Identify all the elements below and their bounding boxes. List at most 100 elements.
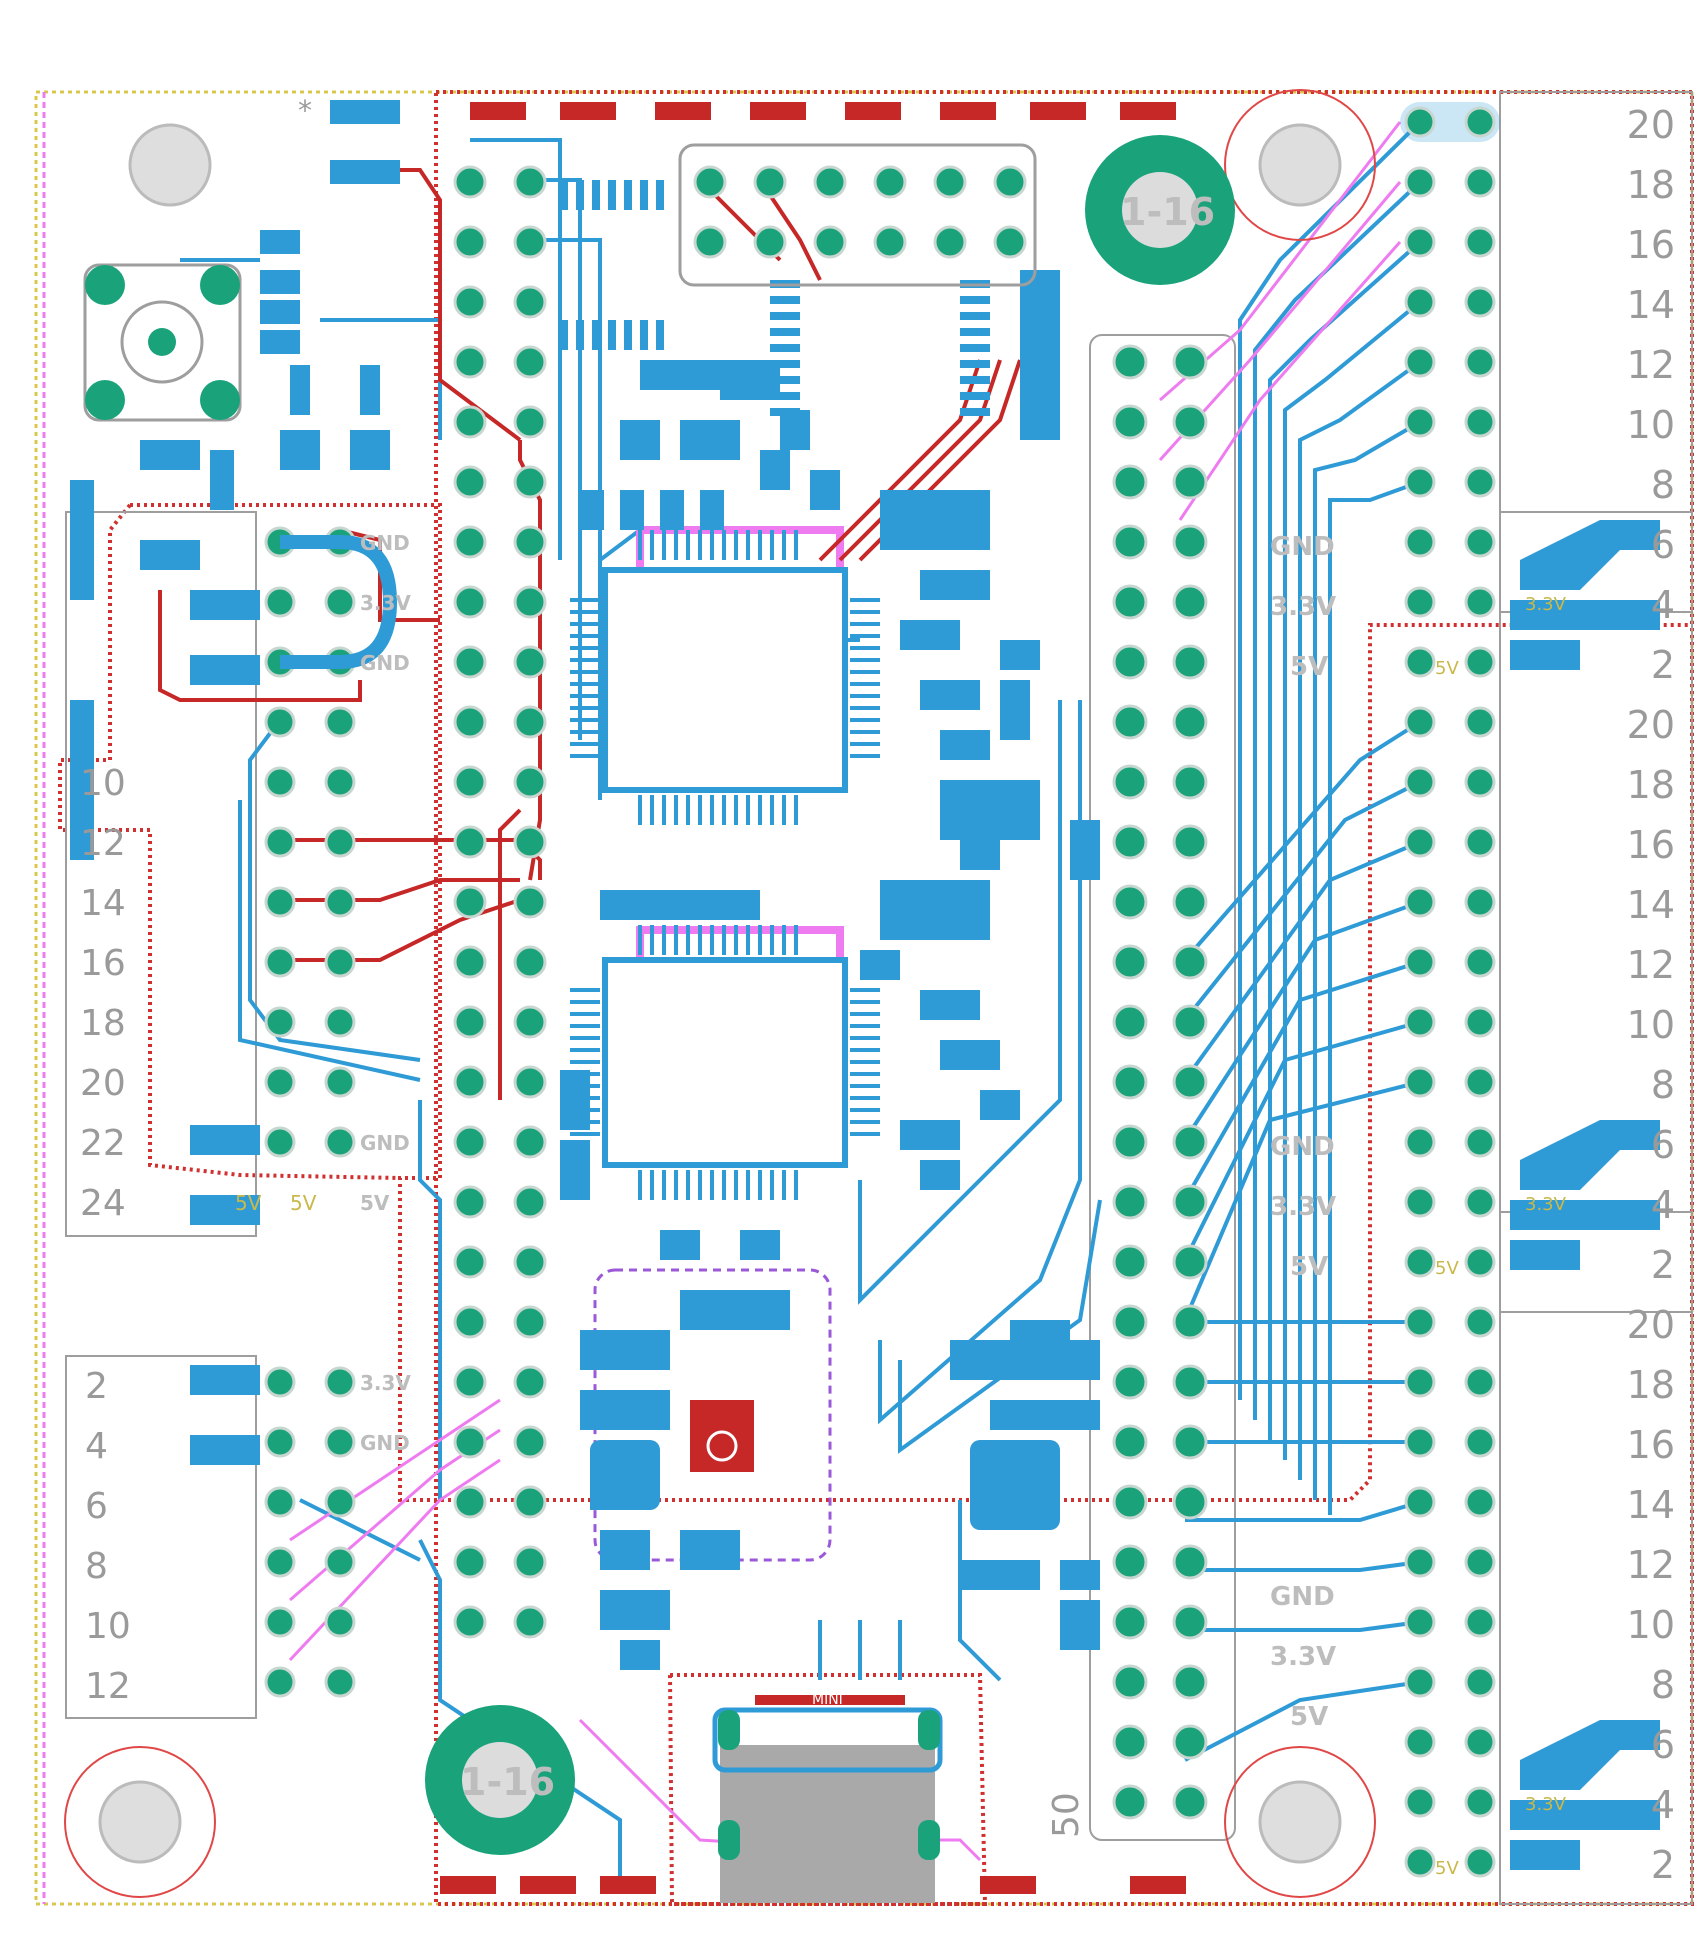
silk-label: 3.3V xyxy=(1270,1642,1336,1672)
keepout-usb xyxy=(667,1673,988,1906)
silk-label: GND xyxy=(1270,532,1335,562)
pin-number: 10 xyxy=(1627,403,1675,447)
top-connector xyxy=(678,143,1037,287)
usb-connector xyxy=(712,1695,943,1903)
mount-hole-label: 1-16 xyxy=(460,1760,555,1804)
pin-number: 6 xyxy=(1651,523,1675,567)
pin-number: 4 xyxy=(85,1426,108,1467)
power-label: 3.3V xyxy=(1525,1194,1567,1215)
left-loop-trace xyxy=(280,535,398,669)
pin-number: 4 xyxy=(1651,583,1675,627)
pin-number: 4 xyxy=(1651,1183,1675,1227)
left-power-bars xyxy=(190,590,260,1465)
right-header-bot-numbers: 20 18 16 14 12 10 8 6 4 2 xyxy=(1627,1303,1675,1887)
usb-label: MINI xyxy=(812,1692,843,1708)
star-mark: * xyxy=(298,94,312,127)
pin-number: 6 xyxy=(1651,1123,1675,1167)
silk-label: 3.3V xyxy=(360,591,411,615)
pin-number: 20 xyxy=(1627,103,1675,147)
passive-components xyxy=(70,100,1100,1670)
led-row-top xyxy=(470,102,1176,120)
pin-count-label: 50 xyxy=(1046,1792,1087,1838)
keepout-left xyxy=(130,503,1692,1502)
keepout-top xyxy=(434,90,1694,1906)
tactile-button xyxy=(83,263,242,422)
pin-number: 20 xyxy=(1627,1303,1675,1347)
silk-label: 3.3V xyxy=(1270,1192,1336,1222)
pin-number: 2 xyxy=(1651,1843,1675,1887)
silk-label: GND xyxy=(360,1131,410,1155)
pin-number: 8 xyxy=(1651,463,1675,507)
left-header-bot-numbers: 2 4 6 8 10 12 xyxy=(85,1366,131,1707)
left-header-top-numbers: 10 12 14 16 18 20 22 24 xyxy=(80,763,126,1224)
qfn-chip xyxy=(590,1440,1060,1530)
pin-number: 24 xyxy=(80,1183,126,1224)
pin-number: 12 xyxy=(85,1666,131,1707)
right-power-bars xyxy=(1510,520,1660,1870)
pin-number: 16 xyxy=(1627,1423,1675,1467)
pin-number: 10 xyxy=(85,1606,131,1647)
left-silk-labels: GND 3.3V GND GND 5V 5V 5V 3.3V GND xyxy=(235,531,411,1455)
power-label: 3.3V xyxy=(1525,1794,1567,1815)
pin-number: 20 xyxy=(80,1063,126,1104)
right-header-bot-pads xyxy=(1404,1306,1496,1878)
power-label: 3.3V xyxy=(1525,594,1567,615)
big-header-silk-labels: GND 3.3V 5V GND 3.3V 5V GND 3.3V 5V xyxy=(1270,532,1336,1732)
pin-number: 4 xyxy=(1651,1783,1675,1827)
middle-header-pads xyxy=(453,165,547,1639)
pin-number: 16 xyxy=(80,943,126,984)
silk-label: 5V xyxy=(1290,1252,1328,1282)
red-switch-knob xyxy=(706,1430,738,1462)
pin-number: 14 xyxy=(80,883,126,924)
pin-number: 18 xyxy=(1627,163,1675,207)
silk-label: 5V xyxy=(290,1191,317,1215)
silk-label: GND xyxy=(360,531,410,555)
pin-number: 12 xyxy=(1627,943,1675,987)
pin-number: 14 xyxy=(1627,1483,1675,1527)
pin-number: 10 xyxy=(1627,1003,1675,1047)
left-header-pads xyxy=(264,526,356,1698)
power-label: 5V xyxy=(1435,658,1459,679)
top-ic-left xyxy=(560,180,664,350)
right-header-top-numbers: 20 18 16 14 12 10 8 6 4 2 xyxy=(1627,103,1675,687)
pin-number: 6 xyxy=(85,1486,108,1527)
pin-number: 20 xyxy=(1627,703,1675,747)
pin-number: 2 xyxy=(85,1366,108,1407)
silk-label: 5V xyxy=(235,1191,262,1215)
silk-label: GND xyxy=(360,651,410,675)
pin-number: 16 xyxy=(1627,223,1675,267)
silk-label: 5V xyxy=(360,1191,390,1215)
bottom-layer-traces xyxy=(180,120,1422,1890)
big-header-pads xyxy=(1112,344,1208,1820)
pin-number: 16 xyxy=(1627,823,1675,867)
pin-number: 12 xyxy=(1627,343,1675,387)
pin-number: 18 xyxy=(80,1003,126,1044)
mount-holes xyxy=(64,89,1376,1898)
mount-hole-label: 1-16 xyxy=(1120,190,1215,234)
pin-number: 8 xyxy=(85,1546,108,1587)
pin-number: 2 xyxy=(1651,1243,1675,1287)
silk-label: GND xyxy=(360,1431,410,1455)
pin-number: 8 xyxy=(1651,1063,1675,1107)
power-label: 5V xyxy=(1435,1258,1459,1279)
right-header-mid-pads xyxy=(1404,706,1496,1278)
pin-number: 18 xyxy=(1627,763,1675,807)
mcu-bottom xyxy=(570,925,880,1200)
silk-label: 5V xyxy=(1290,652,1328,682)
silk-label: 5V xyxy=(1290,1702,1328,1732)
pin-number: 22 xyxy=(80,1123,126,1164)
left-header-outlines xyxy=(65,334,1236,1841)
pin-number: 10 xyxy=(80,763,126,804)
pin-number: 8 xyxy=(1651,1663,1675,1707)
right-header-top-pads xyxy=(1404,106,1496,678)
pin-number: 2 xyxy=(1651,643,1675,687)
pin-number: 18 xyxy=(1627,1363,1675,1407)
top-ic-right xyxy=(770,270,1060,440)
pin-number: 14 xyxy=(1627,283,1675,327)
silk-label: GND xyxy=(1270,1582,1335,1612)
right-power-labels: 3.3V 5V 3.3V 5V 3.3V 5V xyxy=(1435,594,1567,1879)
pin-number: 14 xyxy=(1627,883,1675,927)
power-label: 5V xyxy=(1435,1858,1459,1879)
silk-label: GND xyxy=(1270,1132,1335,1162)
